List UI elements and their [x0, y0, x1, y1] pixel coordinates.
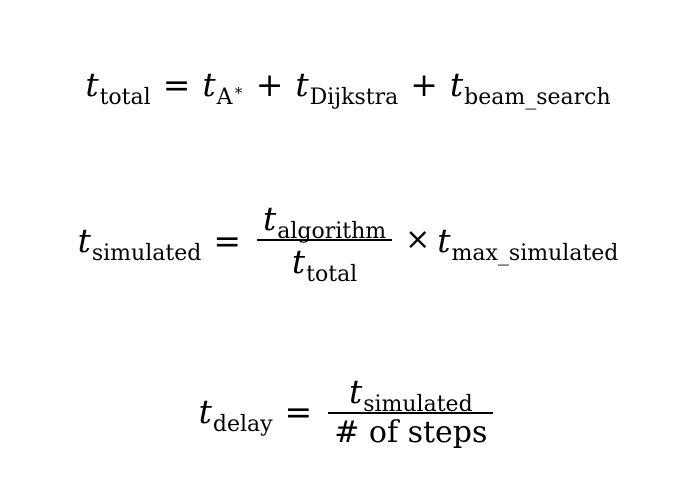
variable: t	[291, 242, 306, 281]
subscript: simulated	[363, 391, 473, 417]
equals-sign: =	[284, 391, 313, 431]
variable: t	[85, 64, 99, 104]
subscript: max_simulated	[451, 240, 619, 266]
subscript: beam_search	[464, 84, 611, 110]
variable: t	[348, 371, 363, 411]
plus-sign: +	[410, 64, 438, 104]
equals-sign: =	[162, 64, 191, 104]
variable: t	[77, 220, 91, 260]
denominator: # of steps	[328, 414, 493, 448]
subscript: A∗	[216, 82, 244, 110]
variable: t	[437, 220, 451, 260]
subscript: total	[306, 262, 358, 287]
variable: t	[262, 199, 277, 238]
fraction-bar	[256, 239, 393, 241]
times-sign: ×	[405, 222, 431, 257]
equals-sign: =	[213, 220, 241, 260]
subscript: delay	[212, 411, 273, 437]
denominator-text: # of steps	[334, 414, 488, 450]
fraction-bar	[328, 411, 494, 414]
superscript: ∗	[233, 80, 244, 99]
subscript: total	[99, 84, 151, 110]
subscript: algorithm	[277, 219, 387, 244]
variable: t	[198, 391, 212, 431]
variable: t	[295, 64, 309, 104]
variable: t	[202, 64, 216, 104]
subscript-text: A	[216, 84, 233, 110]
plus-sign: +	[255, 64, 284, 104]
variable: t	[449, 64, 464, 104]
subscript: Dijkstra	[309, 84, 399, 110]
subscript: simulated	[91, 240, 202, 266]
